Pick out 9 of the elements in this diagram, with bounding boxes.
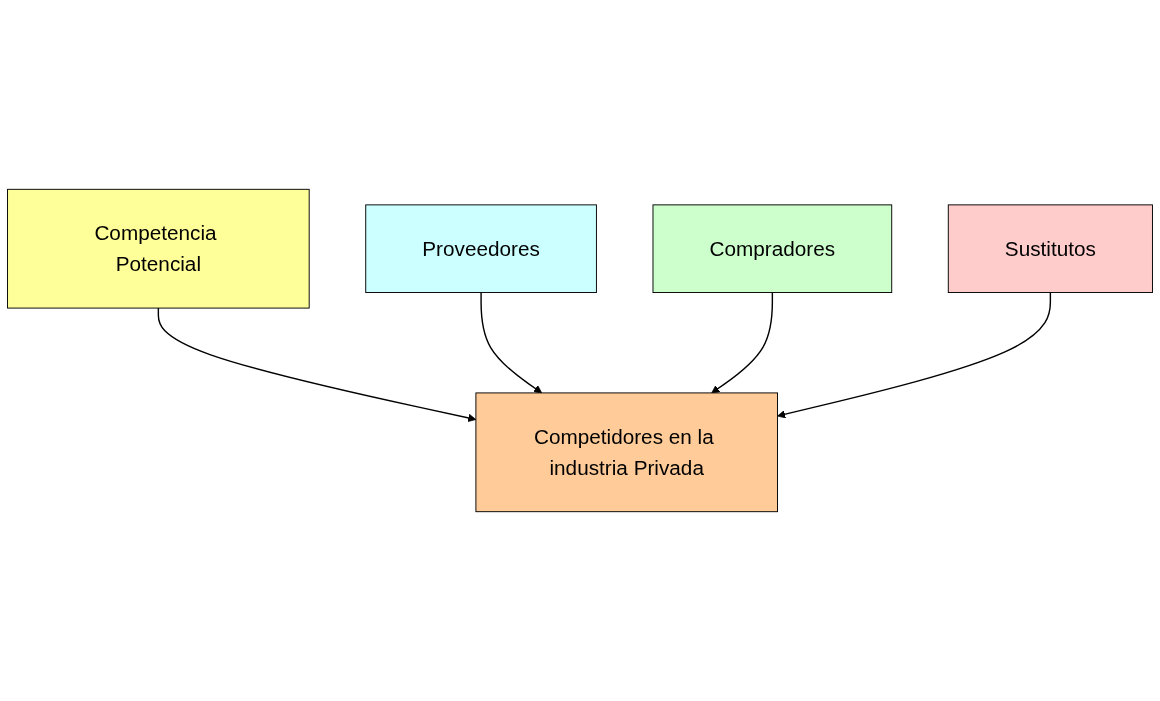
node-box: Compradores [652,204,893,293]
arrow [711,291,774,394]
arrow [480,291,543,394]
node-box: Competencia Potencial [7,188,310,309]
arrow [157,307,477,422]
arrow [777,291,1052,419]
node-box: Competidores en la industria Privada [475,392,778,513]
node-box: Proveedores [365,204,597,293]
node-box: Sustitutos [947,204,1153,293]
